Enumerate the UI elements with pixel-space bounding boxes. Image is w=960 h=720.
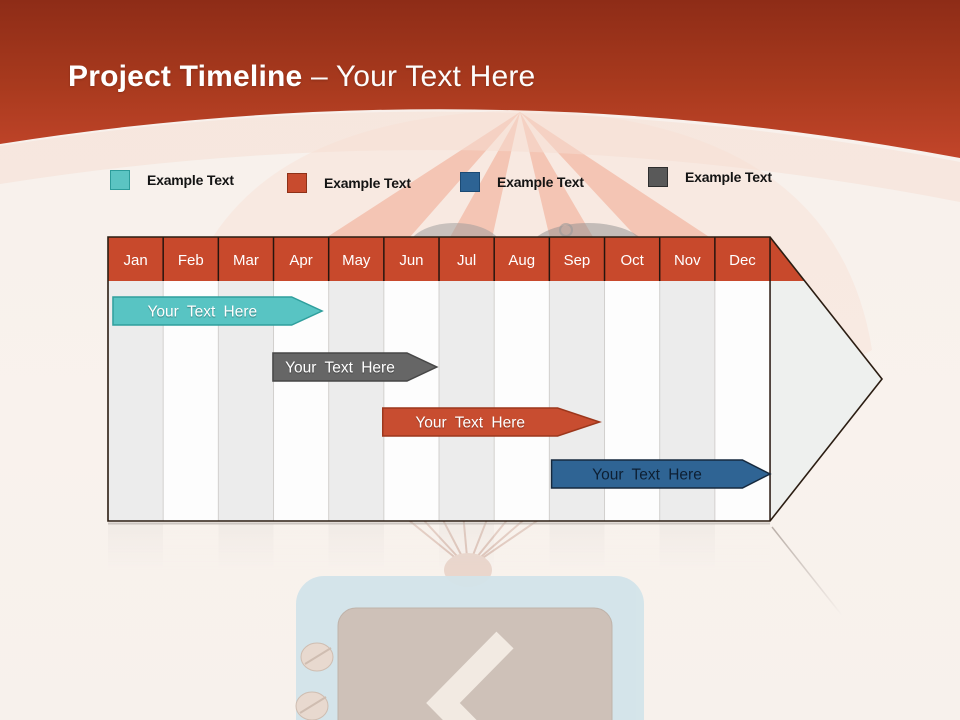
legend-item[interactable]: Example Text — [460, 172, 584, 192]
month-label: Aug — [508, 252, 535, 269]
header-band — [0, 0, 960, 158]
timeline-column — [494, 281, 550, 521]
tv-art — [295, 576, 644, 720]
header-arc-glow — [0, 111, 960, 202]
timeline-bar[interactable] — [112, 296, 324, 326]
legend-swatch-gray-icon — [648, 167, 668, 187]
month-label: Oct — [620, 252, 644, 269]
legend-label[interactable]: Example Text — [497, 174, 584, 190]
page-title: Project Timeline – Your Text Here — [68, 60, 535, 95]
month-label: May — [342, 252, 371, 269]
month-header-row — [108, 237, 805, 281]
timeline-bar-label[interactable]: Your Text Here — [147, 304, 257, 321]
legend-item[interactable]: Example Text — [648, 167, 772, 187]
timeline-column — [383, 281, 440, 521]
legend-swatch-blue-icon — [460, 172, 480, 192]
title-secondary[interactable]: – Your Text Here — [310, 60, 536, 93]
arrow-reflection-art — [771, 526, 853, 629]
timeline-column — [328, 281, 384, 521]
legend-label[interactable]: Example Text — [685, 169, 772, 185]
timeline-bar[interactable] — [272, 352, 439, 382]
timeline-bar-label[interactable]: Your Text Here — [592, 467, 702, 484]
timeline-bar-label[interactable]: Your Text Here — [415, 415, 525, 432]
month-label: Jul — [457, 252, 476, 269]
timeline-column — [439, 281, 495, 521]
month-label: Jan — [123, 252, 147, 269]
chart-outline — [107, 236, 884, 522]
title-primary[interactable]: Project Timeline — [68, 60, 303, 93]
legend-label[interactable]: Example Text — [147, 172, 234, 188]
month-label: Apr — [289, 252, 312, 269]
legend-item[interactable]: Example Text — [287, 173, 411, 193]
timeline-bar[interactable] — [550, 459, 772, 489]
timeline-chart-svg: Jan Feb Mar Apr May Jun Jul Aug Sep Oct Nov DecYour… — [107, 236, 884, 525]
legend-swatch-teal-icon — [110, 170, 130, 190]
legend-label[interactable]: Example Text — [324, 175, 411, 191]
chart-reflection-art — [108, 524, 770, 578]
month-label: Feb — [178, 252, 204, 269]
legend-swatch-red-icon — [287, 173, 307, 193]
month-label: Nov — [674, 252, 701, 269]
timeline-bar-label[interactable]: Your Text Here — [285, 360, 395, 377]
month-label: Jun — [399, 252, 423, 269]
legend-item[interactable]: Example Text — [110, 170, 234, 190]
month-label: Mar — [233, 252, 259, 269]
month-label: Sep — [564, 252, 591, 269]
month-label: Dec — [729, 252, 756, 269]
timeline-bar[interactable] — [381, 407, 602, 437]
